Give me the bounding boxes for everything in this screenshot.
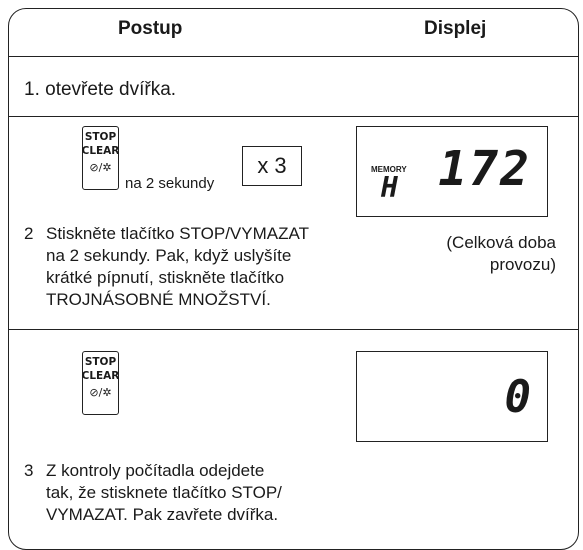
step-2-paragraph: 2 Stiskněte tlačítko STOP/VYMAZAT na 2 s… bbox=[24, 223, 354, 323]
step-2-line: na 2 sekundy. Pak, když uslyšíte bbox=[46, 246, 292, 265]
step-1-text: 1. otevřete dvířka. bbox=[24, 79, 177, 100]
step-2-line: krátké pípnutí, stiskněte tlačítko bbox=[46, 268, 285, 287]
multiplier-box: x 3 bbox=[242, 146, 302, 186]
stop-clear-button: STOP CLEAR ⊘/✲ bbox=[82, 126, 119, 190]
step-number: 3 bbox=[24, 461, 34, 480]
duration-label: na 2 sekundy bbox=[125, 175, 215, 192]
note-line: provozu) bbox=[489, 255, 556, 274]
button-label-line: CLEAR bbox=[81, 145, 120, 157]
step-3-paragraph: 3 Z kontroly počítadla odejdete tak, že … bbox=[24, 460, 354, 530]
divider bbox=[8, 116, 579, 117]
display-value: 172 bbox=[438, 141, 531, 197]
memory-indicator: MEMORY bbox=[371, 165, 407, 174]
display-value: 0 bbox=[504, 372, 532, 423]
step-2-line: Stiskněte tlačítko STOP/VYMAZAT bbox=[46, 224, 309, 243]
step-3-line: tak, že stisknete tlačítko STOP/ bbox=[46, 483, 282, 502]
stop-clear-icon: ⊘/✲ bbox=[89, 386, 112, 399]
step-number: 2 bbox=[24, 224, 34, 243]
stop-clear-icon: ⊘/✲ bbox=[89, 161, 112, 174]
button-label-line: CLEAR bbox=[81, 370, 120, 382]
display-letter: H bbox=[381, 171, 398, 204]
display-note: (Celková doba provozu) bbox=[380, 232, 556, 276]
button-label-line: STOP bbox=[84, 356, 117, 368]
divider bbox=[8, 56, 579, 57]
stop-clear-button: STOP CLEAR ⊘/✲ bbox=[82, 351, 119, 415]
display-panel-step-3: 0 bbox=[356, 351, 548, 442]
step-3-line: VYMAZAT. Pak zavřete dvířka. bbox=[46, 505, 279, 524]
step-3-line: Z kontroly počítadla odejdete bbox=[46, 461, 265, 480]
note-line: (Celková doba bbox=[446, 233, 556, 252]
column-header-procedure: Postup bbox=[118, 18, 183, 39]
column-header-display: Displej bbox=[424, 18, 487, 39]
display-panel-step-2: MEMORY H 172 bbox=[356, 126, 548, 217]
step-2-line: TROJNÁSOBNÉ MNOŽSTVÍ. bbox=[46, 290, 271, 309]
divider bbox=[8, 329, 579, 330]
button-label-line: STOP bbox=[84, 131, 117, 143]
